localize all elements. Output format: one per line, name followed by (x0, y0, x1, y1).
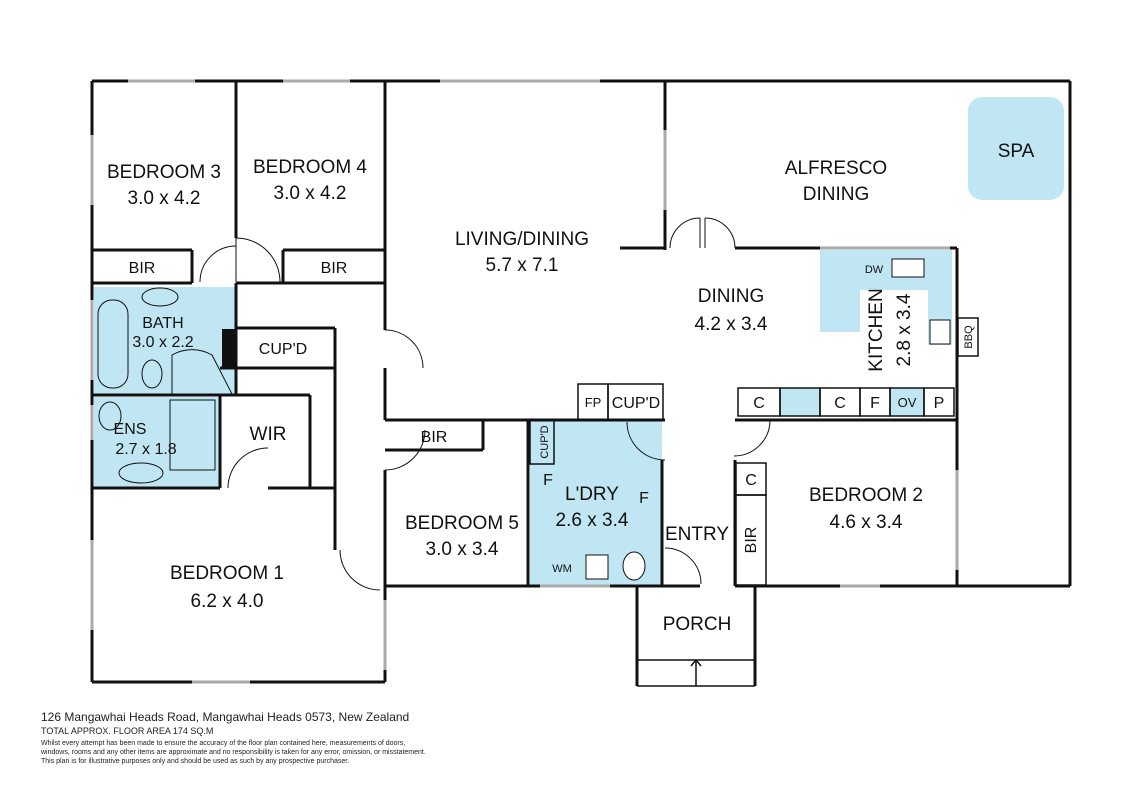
alfresco-name-1: ALFRESCO (785, 158, 887, 179)
bedroom3-size: 3.0 x 4.2 (128, 188, 201, 209)
living-name: LIVING/DINING (455, 229, 589, 250)
bedroom4-name: BEDROOM 4 (253, 157, 367, 178)
bedroom3-name: BEDROOM 3 (107, 162, 221, 183)
spa-name: SPA (998, 141, 1035, 162)
kitchen-oven: OV (898, 395, 917, 410)
entry-name: ENTRY (665, 524, 729, 545)
door-swings (199, 217, 771, 591)
porch-outline (635, 586, 757, 687)
bath-name: BATH (142, 315, 183, 332)
laundry-fridge-right: F (639, 490, 649, 507)
bathroom-fixtures (97, 258, 951, 581)
disclaimer-line-2: windows, rooms and any other items are a… (41, 749, 426, 756)
dining-name: DINING (698, 286, 765, 307)
total-floor-area: TOTAL APPROX. FLOOR AREA 174 SQ.M (41, 726, 214, 736)
windows (90, 79, 959, 684)
bedroom2-size: 4.6 x 3.4 (830, 512, 903, 533)
disclaimer-line-1: Whilst every attempt has been made to en… (41, 740, 406, 747)
dining-size: 4.2 x 3.4 (695, 314, 768, 335)
cupboard-dining: CUP'D (612, 395, 660, 412)
cupboard-laundry: CUP'D (539, 425, 551, 458)
bir-bedroom5: BIR (421, 429, 448, 446)
living-size: 5.7 x 7.1 (486, 255, 559, 276)
bedroom5-size: 3.0 x 3.4 (426, 539, 499, 560)
wir-name: WIR (250, 424, 287, 445)
kitchen-pantry: P (934, 395, 945, 412)
bedroom1-name: BEDROOM 1 (170, 563, 284, 584)
alfresco-name-2: DINING (803, 184, 870, 205)
laundry-fridge-left: F (543, 472, 553, 489)
ens-name: ENS (114, 421, 147, 438)
laundry-name: L'DRY (565, 484, 619, 505)
laundry-size: 2.6 x 3.4 (556, 510, 629, 531)
bedroom5-name: BEDROOM 5 (405, 513, 519, 534)
bir-bedroom2: BIR (743, 527, 760, 554)
bedroom4-size: 3.0 x 4.2 (274, 183, 347, 204)
kitchen-name: KITCHEN (866, 288, 887, 371)
bedroom1-size: 6.2 x 4.0 (191, 591, 264, 612)
fireplace: FP (585, 395, 602, 410)
bedroom2-name: BEDROOM 2 (809, 485, 923, 506)
bir-bedroom3: BIR (129, 260, 156, 277)
spa-tub (968, 97, 1064, 200)
property-address: 126 Mangawhai Heads Road, Mangawhai Head… (41, 710, 410, 724)
oven (890, 388, 924, 416)
cupboard-hall: CUP'D (259, 341, 307, 358)
plan-footer: 126 Mangawhai Heads Road, Mangawhai Head… (41, 710, 741, 766)
kitchen-size: 2.8 x 3.4 (894, 293, 915, 366)
bath-size: 3.0 x 2.2 (132, 334, 193, 351)
disclaimer-line-3: This plan is for illustrative purposes o… (41, 758, 350, 765)
kitchen-fridge: F (870, 395, 880, 412)
kitchen-cupboard-2: C (834, 395, 846, 412)
bir-bedroom4: BIR (321, 260, 348, 277)
bedroom2-cupboard: C (745, 472, 757, 489)
bench-shaded (780, 388, 820, 416)
ens-size: 2.7 x 1.8 (115, 441, 176, 458)
kitchen-cupboard-1: C (753, 395, 765, 412)
washing-machine: WM (552, 563, 572, 575)
dishwasher: DW (865, 264, 884, 276)
cabinets (529, 317, 979, 586)
bbq: BBQ (963, 325, 975, 349)
cupboard-hall-block (222, 329, 236, 367)
porch-name: PORCH (663, 614, 732, 635)
